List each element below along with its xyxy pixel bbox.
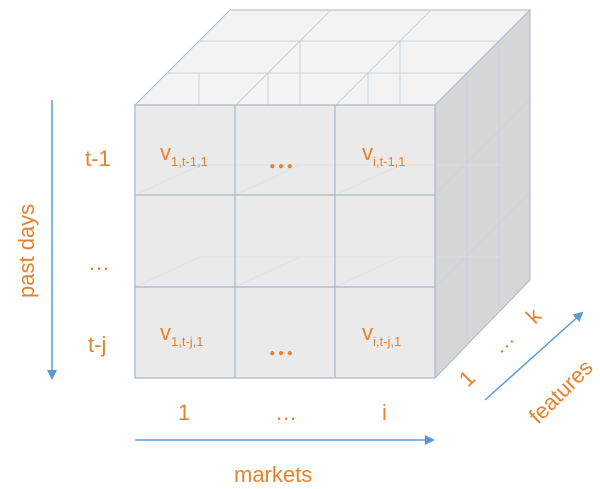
cell-top-ellipsis: …	[268, 145, 294, 174]
cube-front-grid	[134, 104, 436, 379]
cell-v-i-tj-1: vi,t-j,1	[362, 320, 401, 349]
depth-axis-title: features	[524, 355, 598, 429]
cell-v-1-t1-1: v1,t-1,1	[160, 140, 208, 169]
cell-v-1-tj-1: v1,t-j,1	[160, 320, 204, 349]
rows-axis-title: past days	[14, 204, 39, 298]
row-tick-ellipsis: …	[88, 250, 110, 275]
column-tick-ellipsis: …	[275, 400, 297, 425]
columns-axis-title: markets	[234, 462, 312, 487]
depth-tick-k: k	[521, 302, 547, 328]
row-tick-t1: t-1	[85, 146, 111, 171]
depth-tick-ellipsis: …	[486, 325, 519, 358]
cell-bottom-ellipsis: …	[268, 332, 294, 361]
row-tick-tj: t-j	[88, 332, 106, 357]
column-tick-1: 1	[178, 400, 190, 425]
depth-tick-1: 1	[454, 365, 480, 391]
cube-back-grid	[167, 9, 531, 345]
cell-v-i-t1-1: vi,t-1,1	[362, 140, 406, 169]
column-tick-i: i	[382, 400, 387, 425]
depth-arrow	[484, 311, 584, 401]
